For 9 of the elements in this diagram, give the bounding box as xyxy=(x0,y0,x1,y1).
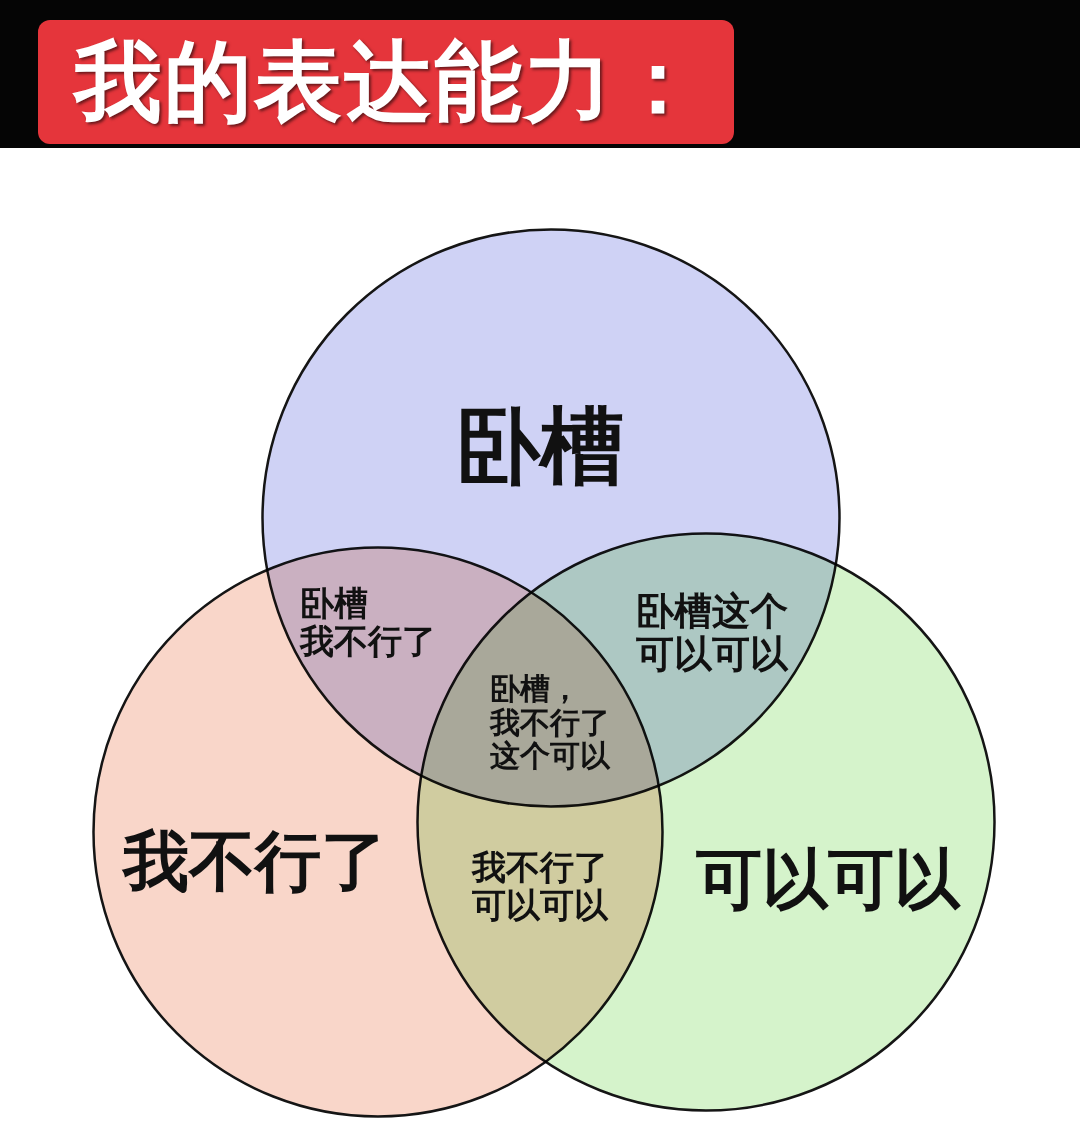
circle-label: 可以可以 xyxy=(696,842,960,918)
venn-circle xyxy=(261,228,841,808)
title-banner: 我的表达能力： xyxy=(38,20,734,144)
circle-label: 卧槽 xyxy=(456,397,624,495)
overlap-label: 卧槽，我不行了这个可以 xyxy=(490,671,610,773)
overlap-label: 卧槽我不行了 xyxy=(300,583,436,661)
overlap-label: 我不行了可以可以 xyxy=(472,847,608,925)
circle-label: 我不行了 xyxy=(123,824,387,900)
overlap-label: 卧槽这个可以可以 xyxy=(636,590,788,676)
